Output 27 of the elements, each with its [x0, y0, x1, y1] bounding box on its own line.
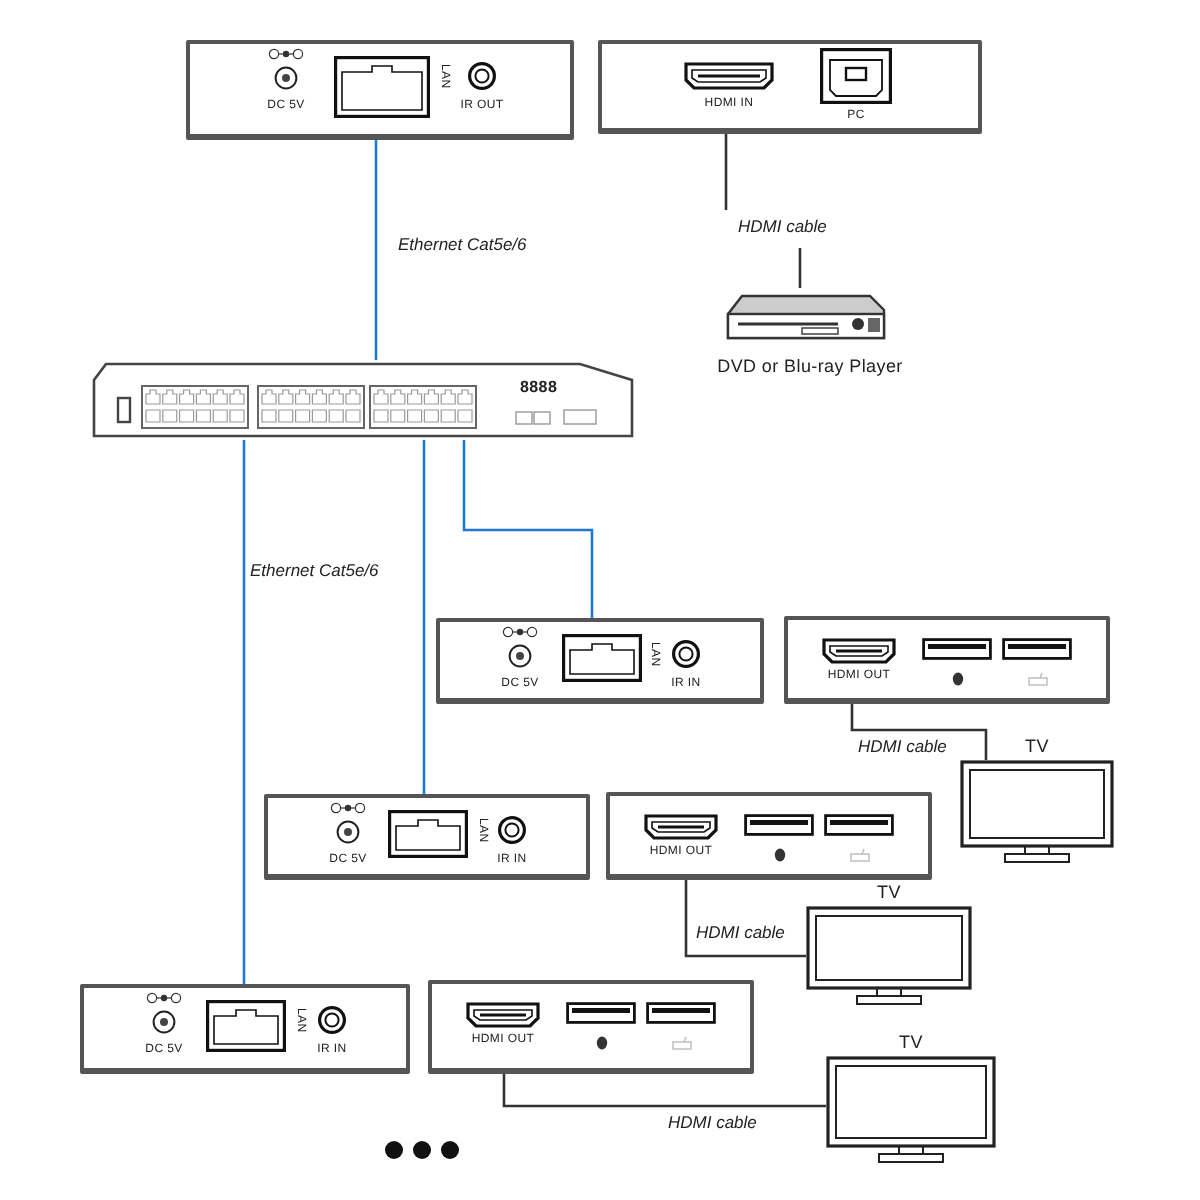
tv-label: TV	[899, 1032, 923, 1052]
device-caption: DVD or Blu-ray Player	[717, 356, 903, 378]
transmitter-panel	[598, 40, 982, 134]
cable-line	[374, 140, 378, 360]
transmitter-panel	[436, 618, 764, 704]
edge-label: Ethernet Cat5e/6	[396, 234, 529, 254]
transmitter-panel	[186, 40, 574, 140]
edge-label: HDMI cable	[666, 1112, 759, 1132]
edge-label: Ethernet Cat5e/6	[248, 560, 381, 580]
cable-line	[242, 440, 246, 984]
hdmi-cable-line	[850, 704, 988, 760]
cable-line	[422, 440, 426, 794]
receiver-panel	[606, 792, 932, 880]
hdmi-cable-line	[502, 1074, 826, 1108]
hdmi-cable-line	[684, 880, 806, 958]
edge-label: HDMI cable	[694, 922, 787, 942]
transmitter-panel	[264, 794, 590, 880]
tv-label: TV	[877, 882, 901, 902]
cable-line	[462, 440, 594, 618]
receiver-panel	[428, 980, 754, 1074]
edge-label: HDMI cable	[856, 736, 949, 756]
transmitter-panel	[80, 984, 410, 1074]
receiver-panel	[784, 616, 1110, 704]
edge-label: HDMI cable	[736, 216, 829, 236]
tv-label: TV	[1025, 736, 1049, 756]
status-display: 8888	[520, 378, 558, 396]
hdmi-cable-line	[724, 132, 802, 290]
